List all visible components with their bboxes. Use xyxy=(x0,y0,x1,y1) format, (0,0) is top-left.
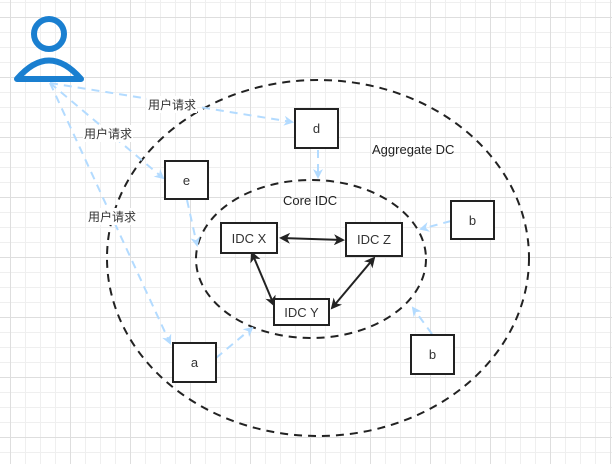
aggregate-dc-label: Aggregate DC xyxy=(372,142,455,157)
edge-node-b-2[interactable]: b xyxy=(410,334,455,375)
e-to-core-arrow xyxy=(186,199,201,247)
core-idc-zone xyxy=(195,179,427,339)
edge-node-a[interactable]: a xyxy=(172,342,217,383)
request-label-e: 用户请求 xyxy=(83,125,134,142)
edge-node-e[interactable]: e xyxy=(164,160,209,200)
core-idc-label: Core IDC xyxy=(283,193,338,208)
b1-to-core-arrow xyxy=(419,220,452,232)
z-y-link xyxy=(330,256,376,310)
idc-x-node[interactable]: IDC X xyxy=(220,222,278,254)
idc-y-node[interactable]: IDC Y xyxy=(273,298,330,326)
idc-z-node[interactable]: IDC Z xyxy=(345,222,403,257)
b2-to-core-arrow xyxy=(411,306,433,335)
aggregate-dc-zone xyxy=(106,79,530,437)
a-to-core-arrow xyxy=(215,326,254,359)
request-label-d: 用户请求 xyxy=(147,96,198,113)
x-z-link xyxy=(279,232,345,246)
request-label-a: 用户请求 xyxy=(87,208,138,225)
user-icon xyxy=(14,16,84,82)
edge-node-d[interactable]: d xyxy=(294,108,339,149)
edge-node-b-1[interactable]: b xyxy=(450,200,495,240)
x-y-link xyxy=(250,251,276,307)
